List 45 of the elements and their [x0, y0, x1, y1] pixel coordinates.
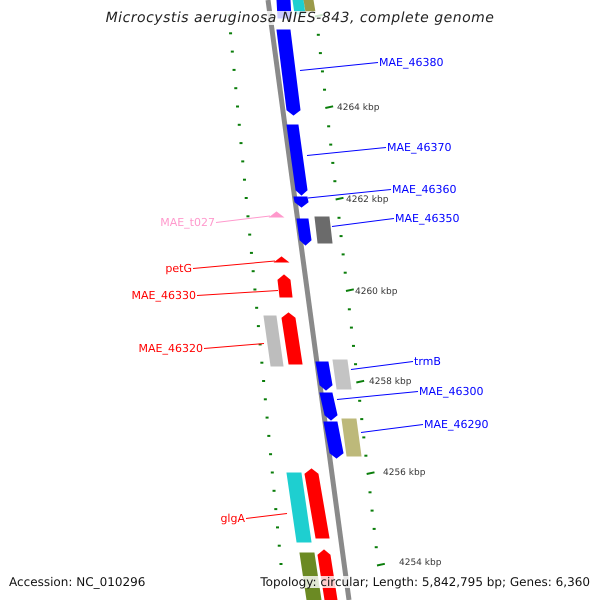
gene-label: petG: [165, 263, 192, 274]
gene-block: [341, 418, 362, 456]
gene-label: MAE_46350: [395, 213, 460, 224]
gene-label: MAE_46300: [419, 386, 484, 397]
gene-label: MAE_46360: [392, 184, 456, 195]
leader-line: [204, 343, 264, 349]
leader-line: [306, 147, 386, 156]
gene-marker: [274, 256, 290, 262]
gene-block: [319, 392, 338, 421]
gene-block: [332, 360, 352, 390]
gene-label: MAE_46380: [379, 57, 444, 68]
tick-label: 4260 kbp: [355, 288, 398, 297]
gene-label: MAE_46320: [138, 343, 203, 354]
gene-block: [323, 422, 344, 459]
tick-label: 4262 kbp: [346, 196, 388, 205]
gene-label: MAE_t027: [160, 217, 215, 228]
gene-label: MAE_46370: [387, 142, 452, 153]
leader-line: [350, 361, 414, 370]
gene-block: [296, 218, 312, 246]
gene-block: [281, 312, 303, 364]
gene-label: trmB: [414, 356, 441, 367]
accession-text: Accession: NC_010296: [9, 576, 146, 588]
tick-label: 4256 kbp: [383, 469, 426, 478]
leader-line: [308, 189, 392, 198]
tick-label: 4258 kbp: [369, 378, 412, 387]
gene-block: [277, 274, 293, 298]
leader-line: [192, 260, 276, 269]
gene-block: [304, 468, 330, 538]
leader-line: [300, 62, 378, 71]
gene-block: [315, 362, 333, 391]
gene-label: glgA: [220, 513, 245, 524]
gene-label: MAE_46290: [424, 419, 488, 430]
tick-label: 4264 kbp: [337, 104, 380, 113]
gene-block: [276, 30, 301, 116]
tick-label: 4254 kbp: [399, 559, 442, 568]
leader-line: [196, 290, 278, 296]
leader-line: [216, 216, 270, 223]
gene-block: [286, 472, 312, 542]
gene-block: [263, 316, 284, 366]
gene-marker: [268, 211, 284, 218]
gene-block: [314, 216, 333, 244]
genome-info-text: Topology: circular; Length: 5,842,795 bp; Genes: 6,360: [260, 576, 590, 588]
leader-line: [336, 391, 418, 400]
leader-line: [332, 218, 394, 227]
gene-label: MAE_46330: [132, 290, 196, 301]
